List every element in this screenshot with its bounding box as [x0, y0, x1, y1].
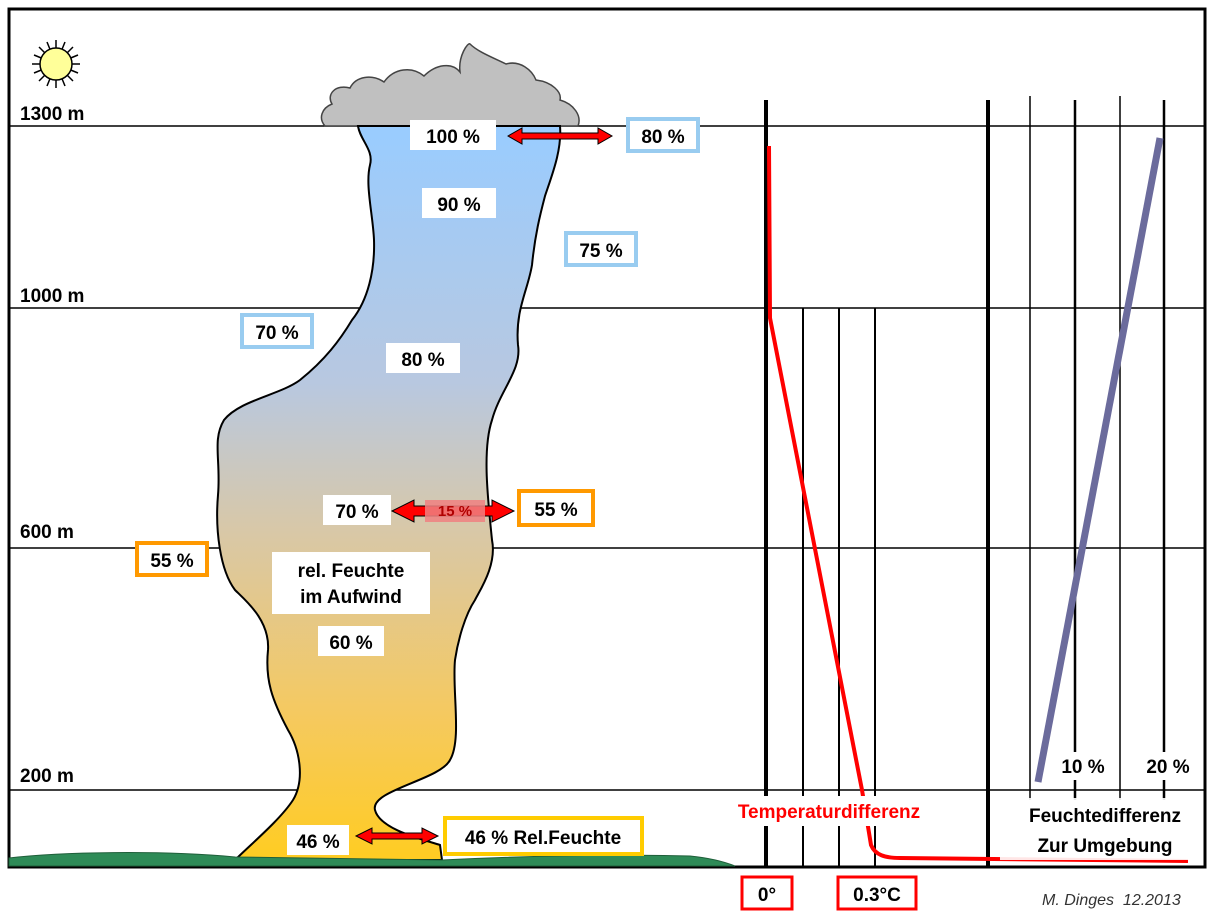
humidity-tick-20: 20 %: [1146, 757, 1189, 778]
updraft-humidity-90: 90 %: [437, 195, 480, 216]
author-credit: M. Dinges 12.2013: [1042, 892, 1181, 909]
environment-humidity-ground: 46 % Rel.Feuchte: [465, 828, 621, 849]
altitude-label-1300: 1300 m: [20, 104, 84, 125]
updraft-humidity-80: 80 %: [401, 350, 444, 371]
updraft-humidity-60: 60 %: [329, 633, 372, 654]
cloud-icon: [320, 43, 580, 127]
updraft-value-box: [287, 825, 349, 855]
updraft-humidity-bottom: 46 %: [296, 832, 339, 853]
temperature-curve: [767, 145, 1189, 863]
humidity-title-bg: [1000, 798, 1200, 860]
updraft-label-box: [272, 552, 430, 614]
updraft-value-box: [318, 626, 384, 656]
updraft-value-box: [323, 495, 391, 525]
updraft-humidity-top: 100 %: [426, 127, 480, 148]
environment-humidity-55-left: 55 %: [150, 551, 193, 572]
updraft-value-box: [386, 343, 460, 373]
humidity-tick-bg-10: [1052, 752, 1114, 780]
updraft-column: [216, 125, 562, 861]
environment-humidity-75: 75 %: [579, 241, 622, 262]
updraft-value-box: [422, 188, 496, 218]
humidity-difference-line: [1034, 137, 1164, 783]
temp-tick-box-03: [836, 875, 918, 911]
environment-humidity-top: 80 %: [641, 127, 684, 148]
environment-box-70: [240, 313, 314, 349]
environment-box-55-left: [135, 541, 209, 577]
updraft-value-box: [410, 120, 496, 150]
environment-box-ground: [443, 816, 644, 856]
environment-box-75: [564, 231, 638, 267]
temperature-panel-title: Temperaturdifferenz: [738, 802, 920, 823]
humidity-panel-title-line2: Zur Umgebung: [1037, 836, 1172, 857]
sun-icon: [32, 40, 80, 88]
double-arrow-icon: [390, 499, 516, 523]
temp-tick-03: 0.3°C: [853, 885, 901, 906]
diagram-frame: [7, 7, 1207, 869]
updraft-label-line1: rel. Feuchte: [298, 561, 405, 582]
altitude-label-200: 200 m: [20, 766, 74, 787]
altitude-label-600: 600 m: [20, 522, 74, 543]
updraft-humidity-70: 70 %: [335, 502, 378, 523]
updraft-label-line2: im Aufwind: [300, 587, 402, 608]
humidity-panel-title-line1: Feuchtedifferenz: [1029, 806, 1181, 827]
altitude-label-1000: 1000 m: [20, 286, 84, 307]
humidity-tick-bg-20: [1136, 752, 1200, 780]
temperature-title-bg: [704, 796, 954, 826]
environment-box-top: [626, 117, 700, 153]
double-arrow-icon: [354, 827, 440, 845]
temp-tick-zero: 0°: [758, 885, 776, 906]
temp-tick-box-zero: [740, 875, 794, 911]
environment-humidity-70: 70 %: [255, 323, 298, 344]
environment-box-55-right: [517, 489, 595, 527]
ground: [8, 852, 736, 867]
environment-humidity-55-right: 55 %: [534, 500, 577, 521]
double-arrow-icon: [506, 127, 614, 145]
humidity-tick-10: 10 %: [1061, 757, 1104, 778]
humidity-difference-label: 15 %: [438, 503, 472, 520]
